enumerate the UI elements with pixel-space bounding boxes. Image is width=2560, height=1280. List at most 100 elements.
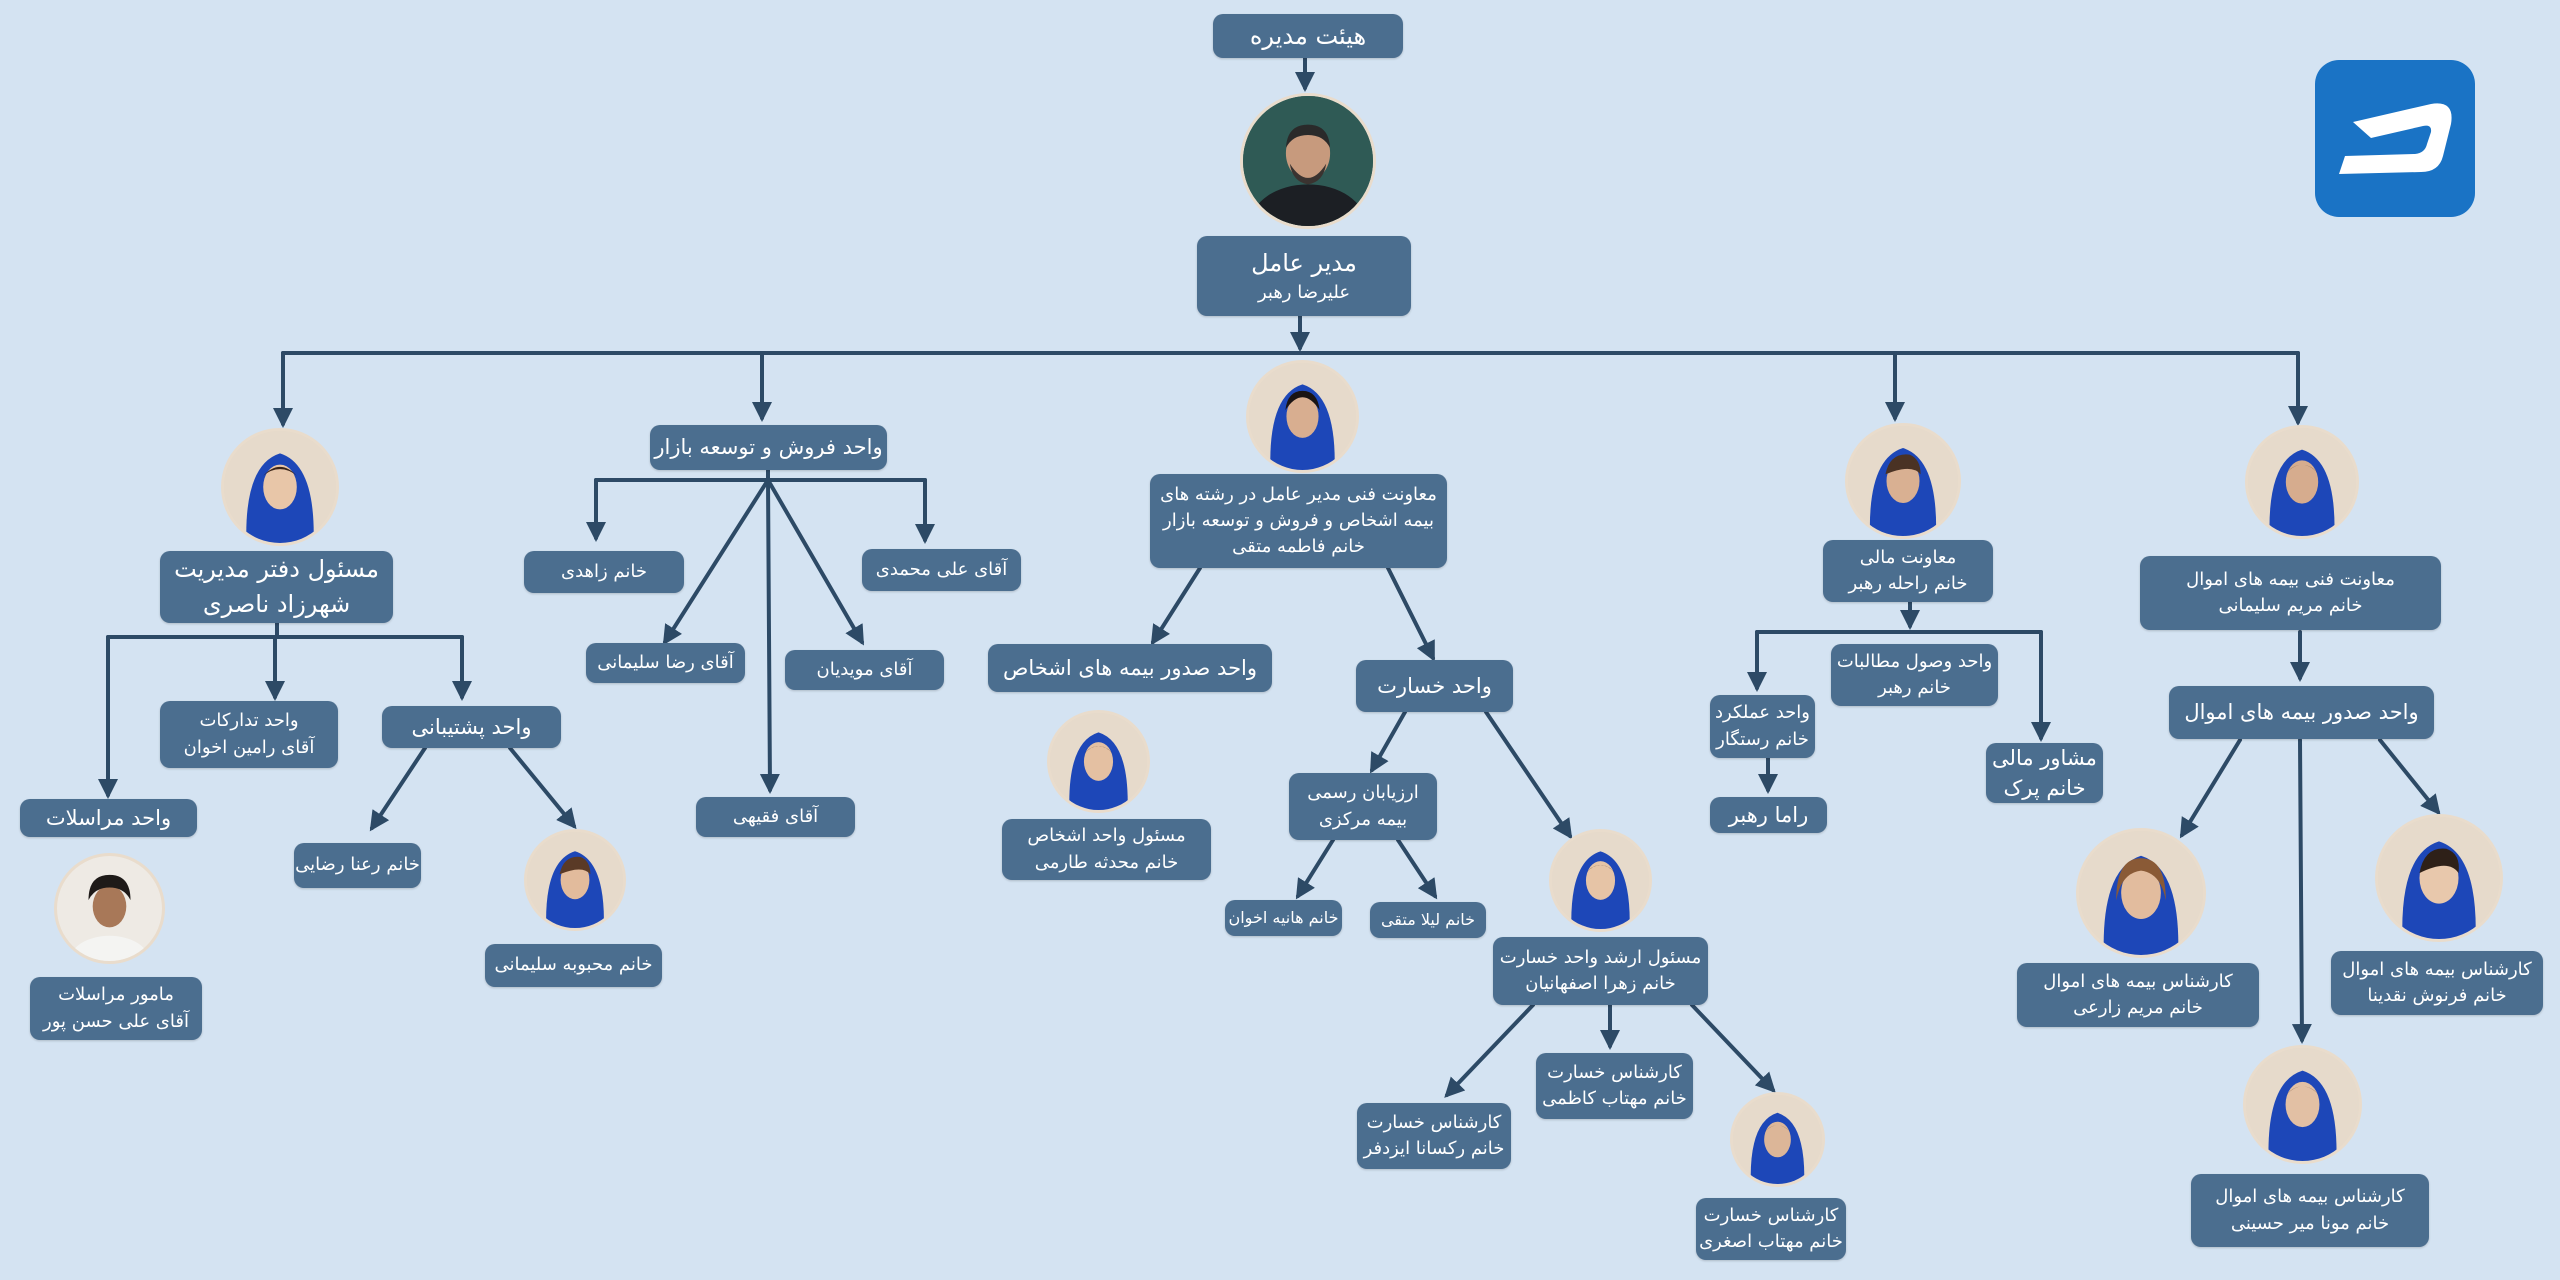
property-naghdina-box: کارشناس بیمه های اموال خانم فرنوش نقدینا (2331, 951, 2543, 1015)
finance-advisor-box: مشاور مالی خانم پرک (1986, 743, 2103, 803)
sales-zahedi-box: خانم زاهدی (524, 551, 684, 593)
assessor-akhavan-name: خانم هانیه اخوان (1228, 908, 1339, 928)
persons-head-box: مسئول واحد اشخاص خانم محدثه طارمی (1002, 819, 1211, 880)
property-zarei-box: کارشناس بیمه های اموال خانم مریم زارعی (2017, 963, 2259, 1027)
claims-senior-photo (1549, 829, 1652, 932)
assessor-mottaghi-name: خانم لیلا متقی (1380, 910, 1476, 930)
claims-izadfar-title: کارشناس خسارت (1366, 1111, 1502, 1133)
performance-name: خانم رستگار (1716, 728, 1809, 750)
correspondence-officer-name: آقای علی حسن پور (43, 1010, 189, 1032)
finance-deputy-photo (1845, 423, 1961, 539)
claims-asghari-title: کارشناس خسارت (1703, 1204, 1839, 1226)
procurement-name: آقای رامین اخوان (183, 736, 315, 758)
claims-izadfar-name: خانم رکسانا ایزدفر (1363, 1138, 1505, 1159)
property-zarei-photo (2076, 828, 2206, 958)
sales-soleimani-box: آقای رضا سلیمانی (586, 643, 745, 683)
sales-faghihi-name: آقای فقیهی (732, 805, 819, 827)
persons-head-title: مسئول واحد اشخاص (1027, 825, 1186, 847)
assessor-akhavan-box: خانم هانیه اخوان (1225, 900, 1342, 936)
support-soleimani-photo (524, 829, 626, 931)
support-rezaei-name: خانم رعنا رضایی (295, 854, 420, 876)
ceo-title: مدیر عامل (1251, 248, 1357, 277)
finance-advisor-name: خانم پرک (2003, 776, 2086, 800)
support-label: واحد پشتیبانی (411, 714, 532, 739)
claims-kazemi-title: کارشناس خسارت (1547, 1061, 1682, 1083)
sales-moayedian-box: آقای مویدیان (785, 650, 944, 690)
claims-izadfar-box: کارشناس خسارت خانم رکسانا ایزدفر (1357, 1103, 1511, 1169)
receivables-title: واحد وصول مطالبات (1836, 650, 1993, 672)
assessors-subtitle: بیمه مرکزی (1318, 808, 1408, 830)
claims-box: واحد خسارت (1356, 660, 1513, 712)
support-soleimani-box: خانم محبوبه سلیمانی (485, 944, 662, 987)
property-deputy-name: خانم مریم سلیمانی (2218, 595, 2363, 616)
assessors-title: ارزیابان رسمی (1307, 782, 1419, 804)
sales-soleimani-name: آقای رضا سلیمانی (597, 651, 734, 673)
claims-label: واحد خسارت (1377, 673, 1492, 698)
tech-deputy-persons-name: خانم فاطمه متقی (1232, 536, 1365, 558)
office-head-photo (221, 428, 339, 546)
receivables-box: واحد وصول مطالبات خانم رهبر (1831, 644, 1998, 706)
property-deputy-title: معاونت فنی بیمه های اموال (2186, 568, 2395, 590)
support-rezaei-box: خانم رعنا رضایی (294, 843, 421, 888)
sales-box: واحد فروش و توسعه بازار (650, 425, 887, 470)
property-deputy-photo (2245, 425, 2359, 539)
claims-senior-name: خانم زهرا اصفهانیان (1525, 973, 1676, 994)
claims-asghari-box: کارشناس خسارت خانم مهتاب اصغری (1696, 1198, 1846, 1260)
sales-zahedi-name: خانم زاهدی (560, 560, 648, 582)
tech-deputy-persons-subtitle: بیمه اشخاص و فروش و توسعه بازار (1163, 509, 1434, 531)
performance-title: واحد عملکرد (1715, 702, 1810, 724)
property-deputy-box: معاونت فنی بیمه های اموال خانم مریم سلیم… (2140, 556, 2441, 630)
property-issuance-label: واحد صدور بیمه های اموال (2184, 700, 2419, 725)
property-zarei-title: کارشناس بیمه های اموال (2043, 970, 2233, 992)
claims-senior-box: مسئول ارشد واحد خسارت خانم زهرا اصفهانیا… (1493, 937, 1708, 1005)
property-naghdina-photo (2375, 814, 2503, 942)
finance-deputy-box: معاونت مالی خانم راحله رهبر (1823, 540, 1993, 602)
claims-senior-title: مسئول ارشد واحد خسارت (1499, 946, 1702, 968)
correspondence-officer-photo (54, 853, 165, 964)
rama-name: راما رهبر (1728, 802, 1809, 827)
office-head-title: مسئول دفتر مدیریت (174, 555, 379, 584)
board-title: هیئت مدیره (1249, 21, 1367, 50)
procurement-title: واحد تدارکات (199, 710, 299, 732)
property-mirhosseini-title: کارشناس بیمه های اموال (2215, 1186, 2405, 1208)
sales-mohammadi-name: آقای علی محمدی (875, 558, 1008, 580)
support-box: واحد پشتیبانی (382, 706, 561, 748)
correspondence-unit-box: واحد مراسلات (20, 799, 197, 837)
persons-issuance-label: واحد صدور بیمه های اشخاص (1002, 655, 1258, 680)
finance-deputy-title: معاونت مالی (1859, 546, 1957, 568)
board-box: هیئت مدیره (1213, 14, 1403, 58)
property-mirhosseini-box: کارشناس بیمه های اموال خانم مونا میر حسی… (2191, 1174, 2429, 1247)
claims-asghari-name: خانم مهتاب اصغری (1699, 1231, 1843, 1252)
sales-faghihi-box: آقای فقیهی (696, 797, 855, 837)
property-mirhosseini-name: خانم مونا میر حسینی (2230, 1212, 2390, 1234)
persons-head-photo (1047, 710, 1150, 813)
persons-issuance-box: واحد صدور بیمه های اشخاص (988, 644, 1272, 692)
office-head-box: مسئول دفتر مدیریت شهرزاد ناصری (160, 551, 393, 623)
sales-mohammadi-box: آقای علی محمدی (862, 549, 1021, 591)
support-soleimani-name: خانم محبوبه سلیمانی (494, 954, 653, 976)
tech-deputy-persons-photo (1246, 360, 1359, 473)
claims-kazemi-box: کارشناس خسارت خانم مهتاب کاظمی (1536, 1053, 1693, 1119)
property-issuance-box: واحد صدور بیمه های اموال (2169, 686, 2434, 739)
ceo-photo (1240, 93, 1376, 229)
finance-advisor-title: مشاور مالی (1992, 745, 2097, 770)
office-head-name: شهرزاد ناصری (202, 590, 351, 618)
correspondence-unit-label: واحد مراسلات (45, 805, 172, 830)
ceo-box: مدیر عامل علیرضا رهبر (1197, 236, 1411, 316)
company-logo-icon (2315, 60, 2475, 217)
tech-deputy-persons-box: معاونت فنی مدیر عامل در رشته های بیمه اش… (1150, 474, 1447, 568)
assessors-box: ارزیابان رسمی بیمه مرکزی (1289, 773, 1437, 840)
sales-moayedian-name: آقای مویدیان (816, 658, 913, 680)
property-mirhosseini-photo (2243, 1045, 2362, 1164)
persons-head-name: خانم محدثه طارمی (1034, 851, 1179, 873)
sales-title: واحد فروش و توسعه بازار (654, 435, 883, 460)
performance-box: واحد عملکرد خانم رستگار (1710, 695, 1815, 758)
procurement-box: واحد تدارکات آقای رامین اخوان (160, 701, 338, 768)
tech-deputy-persons-title: معاونت فنی مدیر عامل در رشته های (1160, 483, 1437, 505)
claims-asghari-photo (1730, 1092, 1825, 1187)
property-naghdina-name: خانم فرنوش نقدینا (2367, 985, 2507, 1006)
correspondence-officer-box: مامور مراسلات آقای علی حسن پور (30, 977, 202, 1040)
correspondence-officer-title: مامور مراسلات (58, 984, 174, 1006)
assessor-mottaghi-box: خانم لیلا متقی (1370, 902, 1486, 938)
